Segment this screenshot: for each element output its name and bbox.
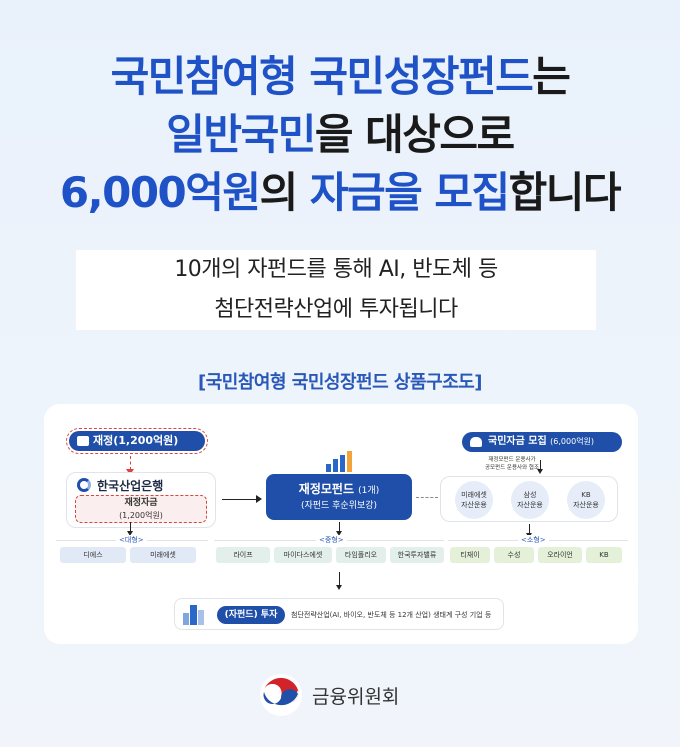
kdb-logo-icon xyxy=(77,478,91,492)
headline-highlight: 일반국민 xyxy=(166,110,316,159)
chart-icon-bar xyxy=(333,459,338,472)
fund-chip: 수성 xyxy=(494,547,534,563)
headline-highlight: 자금을 모집 xyxy=(309,168,510,217)
group-label-large: <대형> xyxy=(116,535,147,545)
main-fund-sub: (자펀드 후순위보강) xyxy=(300,501,378,511)
diagram-title: [국민참여형 국민성장펀드 상품구조도] xyxy=(198,372,482,393)
down-arrow-icon xyxy=(126,456,134,475)
main-fund-count: (1개) xyxy=(358,486,380,496)
operator-type: 자산운용 xyxy=(517,501,543,509)
recruit-pill: 국민자금 모집 (6,000억원) xyxy=(462,432,622,452)
recruit-amount: (6,000억원) xyxy=(550,437,595,446)
down-arrow-icon xyxy=(336,572,342,590)
buildings-icon xyxy=(181,603,205,625)
down-arrow-icon xyxy=(127,522,133,536)
group-label-small: <소형> xyxy=(518,535,549,545)
fund-chip: 마이다스에셋 xyxy=(274,547,332,563)
chart-icon-bar xyxy=(326,464,331,472)
operator-type: 자산운용 xyxy=(461,501,487,509)
bank-name: 한국산업은행 xyxy=(97,479,164,493)
fiscal-pill: 재정(1,200억원) xyxy=(66,428,208,454)
right-arrow-icon xyxy=(222,495,262,503)
main-fund-box: 재정모펀드 (1개) (자펀드 후순위보강) xyxy=(266,474,412,520)
headline-highlight: 국민참여형 국민성장펀드 xyxy=(110,52,534,101)
footer-logo: 금융위원회 xyxy=(258,672,438,720)
operator-name: KB xyxy=(581,491,591,499)
fiscal-fund-box: 재정자금 (1,200억원) xyxy=(75,495,207,523)
headline-line-1: 국민참여형 국민성장펀드는 xyxy=(0,48,680,106)
fund-chip: 타임폴리오 xyxy=(336,547,386,563)
subtitle-line-2: 첨단전략산업에 투자됩니다 xyxy=(76,290,596,330)
structure-diagram: 재정(1,200억원) 한국산업은행 재정자금 (1,200억원) 재정모펀드 … xyxy=(44,404,638,644)
people-icon xyxy=(470,437,482,447)
subtitle-line-1: 10개의 자펀드를 통해 AI, 반도체 등 xyxy=(76,250,596,290)
chart-icon-bar xyxy=(347,451,352,472)
fund-chip: 라이프 xyxy=(216,547,270,563)
operator-circle: 삼성 자산운용 xyxy=(511,481,549,519)
headline-text: 의 xyxy=(259,168,310,217)
chart-icon xyxy=(326,450,354,472)
operator-name: 미래에셋 xyxy=(461,491,487,499)
down-arrow-icon xyxy=(336,522,342,536)
dashed-connector xyxy=(416,497,438,498)
headline-line-2: 일반국민을 대상으로 xyxy=(0,106,680,164)
kdb-box: 한국산업은행 재정자금 (1,200억원) xyxy=(66,472,216,528)
main-fund-title: 재정모펀드 xyxy=(298,482,354,496)
fund-chip: 한국투자밸류 xyxy=(390,547,444,563)
headline-line-3: 6,000억원의 자금을 모집합니다 xyxy=(0,164,680,222)
recruit-pill-label: 국민자금 모집 xyxy=(488,436,547,447)
fiscal-pill-body: 재정(1,200억원) xyxy=(69,431,205,451)
chart-icon-bar xyxy=(340,455,345,472)
fund-chip: 미래에셋 xyxy=(130,547,196,563)
operator-type: 자산운용 xyxy=(573,501,599,509)
recruit-note-line: 재정모펀드 운용사가 xyxy=(488,457,536,463)
operator-circle: 미래에셋 자산운용 xyxy=(455,481,493,519)
headline-highlight: 6,000억원 xyxy=(59,168,261,217)
headline: 국민참여형 국민성장펀드는 일반국민을 대상으로 6,000억원의 자금을 모집… xyxy=(0,48,680,222)
operators-box: 미래에셋 자산운용 삼성 자산운용 KB 자산운용 xyxy=(440,476,618,522)
fiscal-pill-label: 재정(1,200억원) xyxy=(93,434,179,447)
taegeuk-emblem-icon xyxy=(260,674,302,716)
headline-text: 합니다 xyxy=(508,168,622,217)
headline-text: 는 xyxy=(532,52,571,101)
operator-circle: KB 자산운용 xyxy=(567,481,605,519)
recruit-note: 재정모펀드 운용사가 공모펀드 운용사와 협조 xyxy=(462,456,562,472)
coins-icon xyxy=(77,436,89,446)
headline-text: 을 대상으로 xyxy=(314,110,515,159)
invest-text: 첨단전략산업(AI, 바이오, 반도체 등 12개 산업) 생태계 구성 기업 … xyxy=(291,611,492,619)
main-fund-title-line: 재정모펀드 (1개) xyxy=(266,481,412,499)
fund-chip: 오라이언 xyxy=(538,547,582,563)
org-name: 금융위원회 xyxy=(312,686,400,708)
down-arrow-icon xyxy=(537,460,543,474)
investment-bar: (자펀드) 투자 첨단전략산업(AI, 바이오, 반도체 등 12개 산업) 생… xyxy=(174,598,504,630)
fiscal-fund-label: 재정자금 xyxy=(124,498,158,508)
fund-chip: 디에스 xyxy=(60,547,126,563)
fiscal-fund-amount: (1,200억원) xyxy=(119,511,163,520)
down-arrow-icon xyxy=(526,524,532,538)
fund-chip: 티재이 xyxy=(450,547,490,563)
operator-name: 삼성 xyxy=(523,491,537,499)
invest-pill: (자펀드) 투자 xyxy=(217,606,285,624)
fund-chip: KB xyxy=(586,547,622,563)
group-label-medium: <중형> xyxy=(316,535,347,545)
recruit-note-line: 공모펀드 운용사와 협조 xyxy=(484,465,540,471)
